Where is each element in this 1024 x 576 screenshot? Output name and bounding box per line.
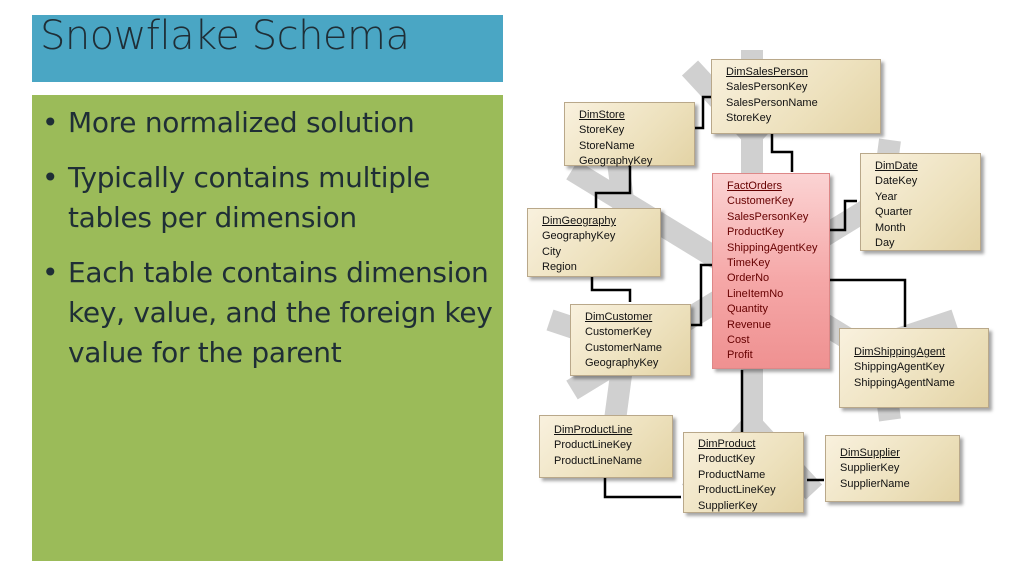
table-field: Day (875, 237, 895, 250)
table-dimproduct: DimProduct ProductKey ProductName Produc… (683, 432, 804, 513)
table-field: ProductLineName (554, 454, 643, 467)
table-field: Cost (727, 334, 750, 347)
table-field: ProductLineKey (554, 439, 632, 452)
table-field: ShippingAgentKey (727, 241, 818, 254)
table-dimdate: DimDate DateKey Year Quarter Month Day (860, 153, 981, 251)
bullet-item: More normalized solution (42, 103, 502, 143)
table-field: SalesPersonName (726, 96, 818, 109)
table-field: Revenue (727, 318, 772, 331)
table-field: Region (542, 261, 577, 274)
table-field: SupplierKey (840, 462, 900, 475)
table-field: StoreName (579, 139, 635, 152)
table-name: DimCustomer (585, 311, 653, 323)
table-field: GeographyKey (585, 357, 659, 370)
table-field: ProductKey (698, 453, 755, 466)
table-factorders: FactOrders CustomerKey SalesPersonKey Pr… (712, 173, 830, 369)
table-field: SalesPersonKey (727, 210, 809, 223)
table-dimproductline: DimProductLine ProductLineKey ProductLin… (539, 415, 673, 478)
bullet-item: Typically contains multiple tables per d… (42, 158, 502, 238)
table-field: LineItemNo (727, 287, 784, 300)
table-name: DimSalesPerson (726, 66, 808, 78)
table-dimcustomer: DimCustomer CustomerKey CustomerName Geo… (570, 304, 691, 376)
table-dimsalesperson: DimSalesPerson SalesPersonKey SalesPerso… (711, 59, 881, 134)
table-field: GeographyKey (579, 155, 653, 168)
table-field: ProductName (698, 468, 766, 481)
relationship-lines (590, 95, 907, 499)
table-dimshippingagent: DimShippingAgent ShippingAgentKey Shippi… (839, 328, 989, 408)
slide-title: Snowflake Schema (40, 13, 410, 59)
table-dimsupplier: DimSupplier SupplierKey SupplierName (825, 435, 960, 502)
table-field: Quarter (875, 206, 913, 219)
table-dimgeography: DimGeography GeographyKey City Region (527, 208, 661, 277)
table-field: Year (875, 190, 898, 203)
table-name: DimSupplier (840, 447, 900, 459)
table-field: SupplierName (840, 477, 910, 490)
table-name: DimProduct (698, 438, 756, 450)
table-field: OrderNo (727, 272, 770, 285)
table-field: GeographyKey (542, 230, 616, 243)
table-field: SalesPersonKey (726, 81, 808, 94)
table-field: StoreKey (726, 112, 772, 125)
table-field: Month (875, 221, 906, 234)
table-field: ShippingAgentKey (854, 361, 945, 374)
table-field: StoreKey (579, 124, 625, 137)
table-field: ProductLineKey (698, 484, 776, 497)
title-bar: Snowflake Schema (32, 13, 503, 82)
table-field: Quantity (727, 303, 768, 316)
table-field: Profit (727, 349, 753, 362)
bullet-list: More normalized solution Typically conta… (42, 103, 502, 388)
table-name: DimDate (875, 160, 918, 172)
table-name: DimStore (579, 109, 625, 121)
table-field: CustomerName (585, 341, 663, 354)
table-dimstore: DimStore StoreKey StoreName GeographyKey (564, 102, 695, 168)
schema-diagram: DimSalesPerson SalesPersonKey SalesPerso… (505, 40, 1020, 570)
table-name: DimShippingAgent (854, 346, 946, 358)
content-panel: More normalized solution Typically conta… (32, 95, 503, 561)
bullet-item: Each table contains dimension key, value… (42, 253, 502, 373)
table-field: ProductKey (727, 226, 784, 239)
table-name: DimProductLine (554, 424, 633, 436)
table-field: TimeKey (727, 257, 770, 270)
table-name: DimGeography (542, 215, 616, 227)
table-field: SupplierKey (698, 499, 758, 512)
table-field: City (542, 245, 561, 258)
table-field: CustomerKey (585, 326, 652, 339)
table-field: CustomerKey (727, 195, 794, 208)
table-name: FactOrders (727, 180, 783, 192)
table-field: ShippingAgentName (854, 376, 955, 389)
table-field: DateKey (875, 175, 918, 188)
